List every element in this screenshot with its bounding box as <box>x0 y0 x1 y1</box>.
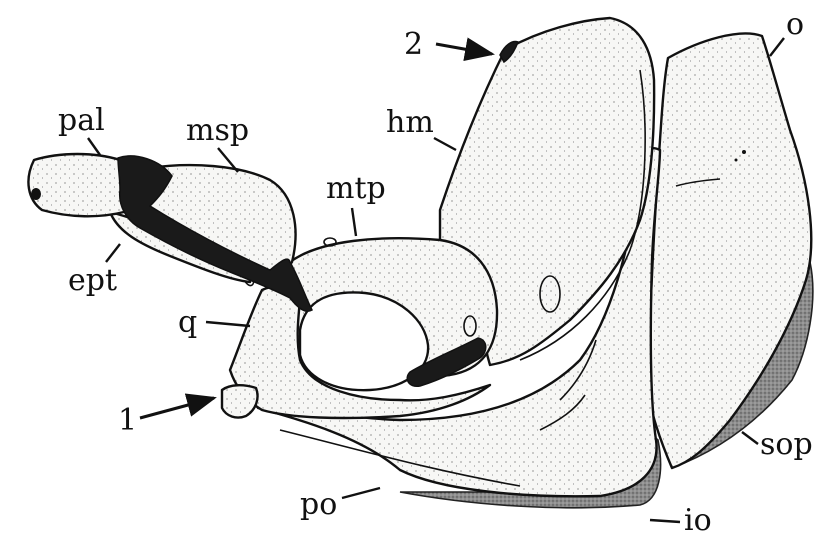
arrow-2 <box>435 37 495 62</box>
arrow-1 <box>139 393 217 420</box>
operculum-pore <box>734 158 738 162</box>
label-arrow-1: 1 <box>118 403 137 438</box>
operculum-pore <box>742 150 746 154</box>
o-leader <box>769 37 785 57</box>
operculum <box>646 32 813 470</box>
io-leader <box>649 518 681 524</box>
label-ept: ept <box>68 263 117 298</box>
preopercle-canal <box>539 394 586 431</box>
label-io: io <box>684 503 712 538</box>
hyomandibula-edge <box>519 69 646 361</box>
pal-leader <box>87 137 101 156</box>
label-po: po <box>300 487 337 522</box>
metapterygoid-pore <box>323 237 337 247</box>
palatine <box>27 152 133 218</box>
symplectic-cartilage <box>406 337 487 387</box>
po-leader <box>341 486 381 500</box>
q-leader <box>205 320 251 328</box>
quadrate-condyle <box>220 384 259 419</box>
hm-leader <box>433 136 457 152</box>
msp-leader <box>217 147 239 173</box>
label-sop: sop <box>760 427 813 462</box>
mtp-leader <box>350 207 358 237</box>
hyomandibula-foramen <box>539 275 561 313</box>
label-arrow-2: 2 <box>404 27 423 62</box>
sop-leader <box>741 431 759 445</box>
preopercle-canal <box>559 339 597 401</box>
label-o: o <box>786 7 804 42</box>
hyomandibula-articulation <box>499 40 519 64</box>
preopercle <box>256 147 662 498</box>
ept-leader <box>105 243 121 263</box>
label-msp: msp <box>186 113 249 148</box>
operculum-slit <box>675 178 721 187</box>
metapterygoid-foramen <box>463 315 477 337</box>
palatine-tip <box>31 188 41 200</box>
preopercle-ridge <box>279 429 521 487</box>
label-hm: hm <box>386 105 434 140</box>
label-mtp: mtp <box>326 171 386 206</box>
label-pal: pal <box>58 103 105 138</box>
label-q: q <box>178 305 197 340</box>
pterygoid-cartilage <box>117 155 313 312</box>
metapterygoid-fenestra <box>298 291 430 392</box>
